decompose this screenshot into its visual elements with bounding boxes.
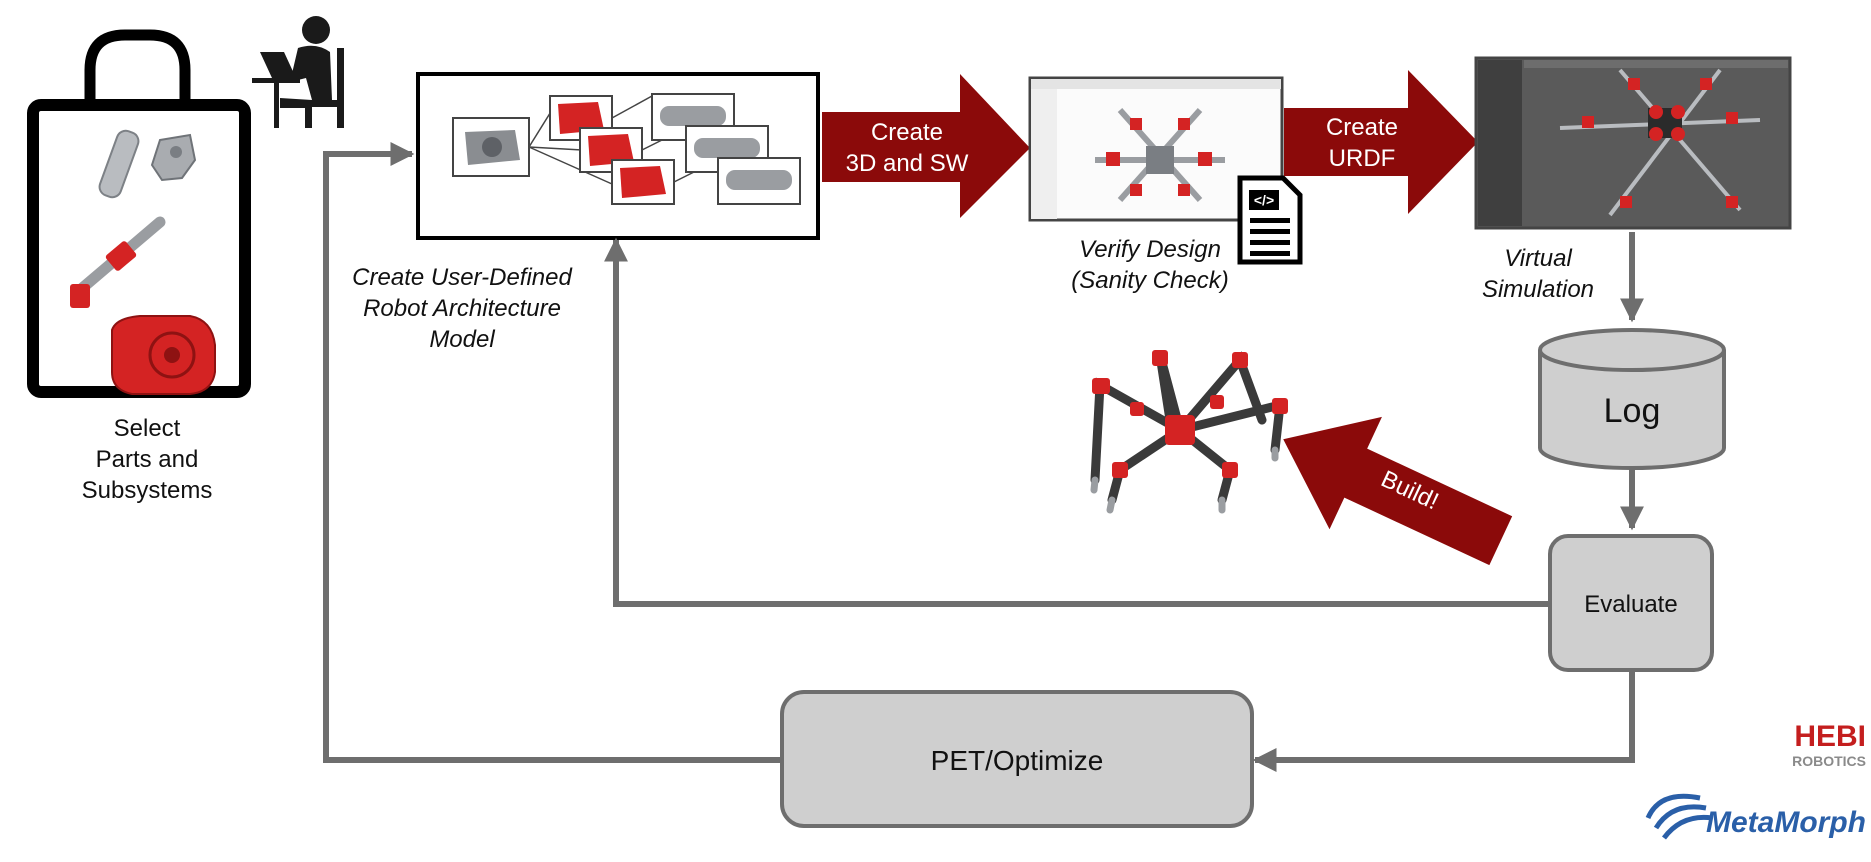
- metamorph-logo: MetaMorph: [1645, 793, 1866, 840]
- hexapod-sim-icon: [1559, 68, 1761, 217]
- virtual-label-line1: Virtual: [1504, 245, 1572, 272]
- arm-assembly-icon: [70, 216, 166, 308]
- select-label-line3: Subsystems: [82, 477, 213, 504]
- evaluate-to-model-connector: [604, 237, 1550, 607]
- create-urdf-arrow: Create URDF: [1284, 70, 1478, 214]
- log-database-node: Log: [1538, 328, 1726, 470]
- pet-optimize-label: PET/Optimize: [931, 745, 1104, 776]
- create-user-label-line3: Model: [429, 326, 495, 353]
- connectors: [323, 142, 1644, 772]
- pet-to-model-connector: [323, 142, 782, 763]
- bracket-part-icon: [150, 133, 197, 182]
- verify-label-line1: Verify Design: [1079, 236, 1221, 263]
- create-urdf-label-line2: URDF: [1329, 145, 1396, 172]
- create-user-label-line2: Robot Architecture: [363, 295, 561, 322]
- virtual-label-line2: Simulation: [1482, 276, 1594, 303]
- tube-part-icon: [98, 129, 140, 199]
- create-3d-sw-label-line2: 3D and SW: [846, 150, 969, 177]
- svg-text:HEBI: HEBI: [1794, 720, 1866, 753]
- select-label-line2: Parts and: [96, 446, 199, 473]
- create-user-label-line1: Create User-Defined: [352, 264, 572, 291]
- create-3d-sw-arrow: Create 3D and SW: [822, 74, 1030, 218]
- code-tag-label: </>: [1254, 192, 1274, 208]
- hebi-robotics-logo: HEBI ROBOTICS: [1792, 720, 1866, 769]
- log-label: Log: [1604, 392, 1661, 430]
- svg-text:MetaMorph: MetaMorph: [1706, 806, 1866, 839]
- code-document-icon: </>: [1237, 175, 1303, 265]
- shopping-bag-icon: [27, 29, 251, 398]
- build-arrow: [1283, 416, 1513, 566]
- person-at-laptop-icon: [252, 16, 344, 128]
- create-3d-sw-label-line1: Create: [871, 119, 943, 146]
- red-gearbox-icon: [111, 315, 216, 395]
- simulation-screenshot: [1474, 56, 1792, 230]
- hexapod-preview-icon: [1095, 108, 1225, 202]
- create-urdf-label-line1: Create: [1326, 114, 1398, 141]
- evaluate-node: Evaluate: [1548, 534, 1714, 672]
- pet-optimize-node: PET/Optimize: [780, 690, 1254, 828]
- architecture-model-box: [416, 72, 820, 240]
- hexapod-robot-icon: [1090, 350, 1288, 514]
- verify-label-line2: (Sanity Check): [1071, 267, 1228, 294]
- evaluate-to-pet-connector: [1252, 672, 1635, 772]
- evaluate-label: Evaluate: [1584, 591, 1677, 618]
- select-label-line1: Select: [114, 415, 181, 442]
- svg-text:ROBOTICS: ROBOTICS: [1792, 753, 1866, 769]
